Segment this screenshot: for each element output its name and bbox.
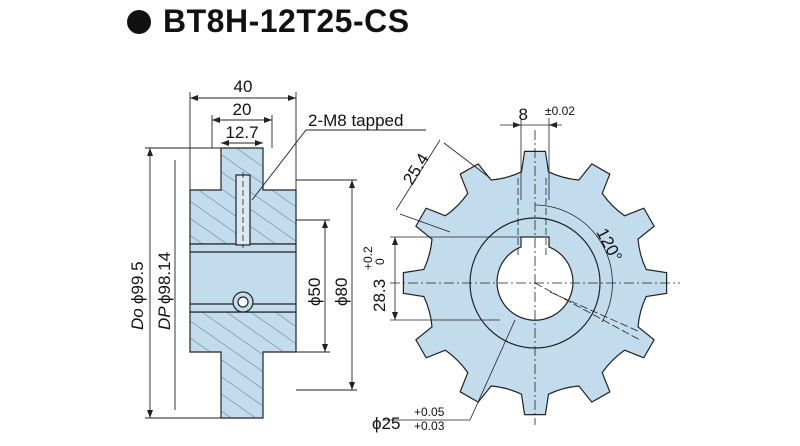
dp-value: ϕ98.14 xyxy=(155,252,174,304)
side-view xyxy=(189,147,297,419)
key-depth-value: 28.3 xyxy=(370,279,389,312)
drawing-title: BT8H-12T25-CS xyxy=(163,3,410,39)
key-depth-tol-lower: 0 xyxy=(373,258,387,265)
key-width-value: 8 xyxy=(519,105,528,124)
dim-hub-80: ϕ80 xyxy=(332,278,351,306)
do-value: ϕ99.5 xyxy=(128,261,147,304)
bullet-icon xyxy=(127,10,151,34)
tooth-pitch: 25.4 xyxy=(399,150,433,188)
key-depth-tol-upper: +0.2 xyxy=(361,246,375,270)
front-dimension-lines xyxy=(383,118,680,425)
title-row: BT8H-12T25-CS xyxy=(0,0,800,48)
tapped-label: 2-M8 tapped xyxy=(308,111,403,130)
dim-bore-50: ϕ50 xyxy=(305,278,324,306)
dim-width-40: 40 xyxy=(234,77,253,96)
do-label: Do xyxy=(128,308,147,330)
dim-width-20: 20 xyxy=(233,100,252,119)
front-arrowheads xyxy=(392,122,557,320)
side-dimension-lines xyxy=(145,92,426,419)
bore-tol-lower: +0.03 xyxy=(414,419,445,433)
bore-tol-upper: +0.05 xyxy=(414,405,445,419)
dp-label: DP xyxy=(155,306,174,330)
side-arrowheads xyxy=(147,95,355,418)
key-width-tolerance: ±0.02 xyxy=(545,104,575,118)
bore-diameter: ϕ25 xyxy=(372,414,400,433)
dim-width-12-7: 12.7 xyxy=(225,123,258,142)
